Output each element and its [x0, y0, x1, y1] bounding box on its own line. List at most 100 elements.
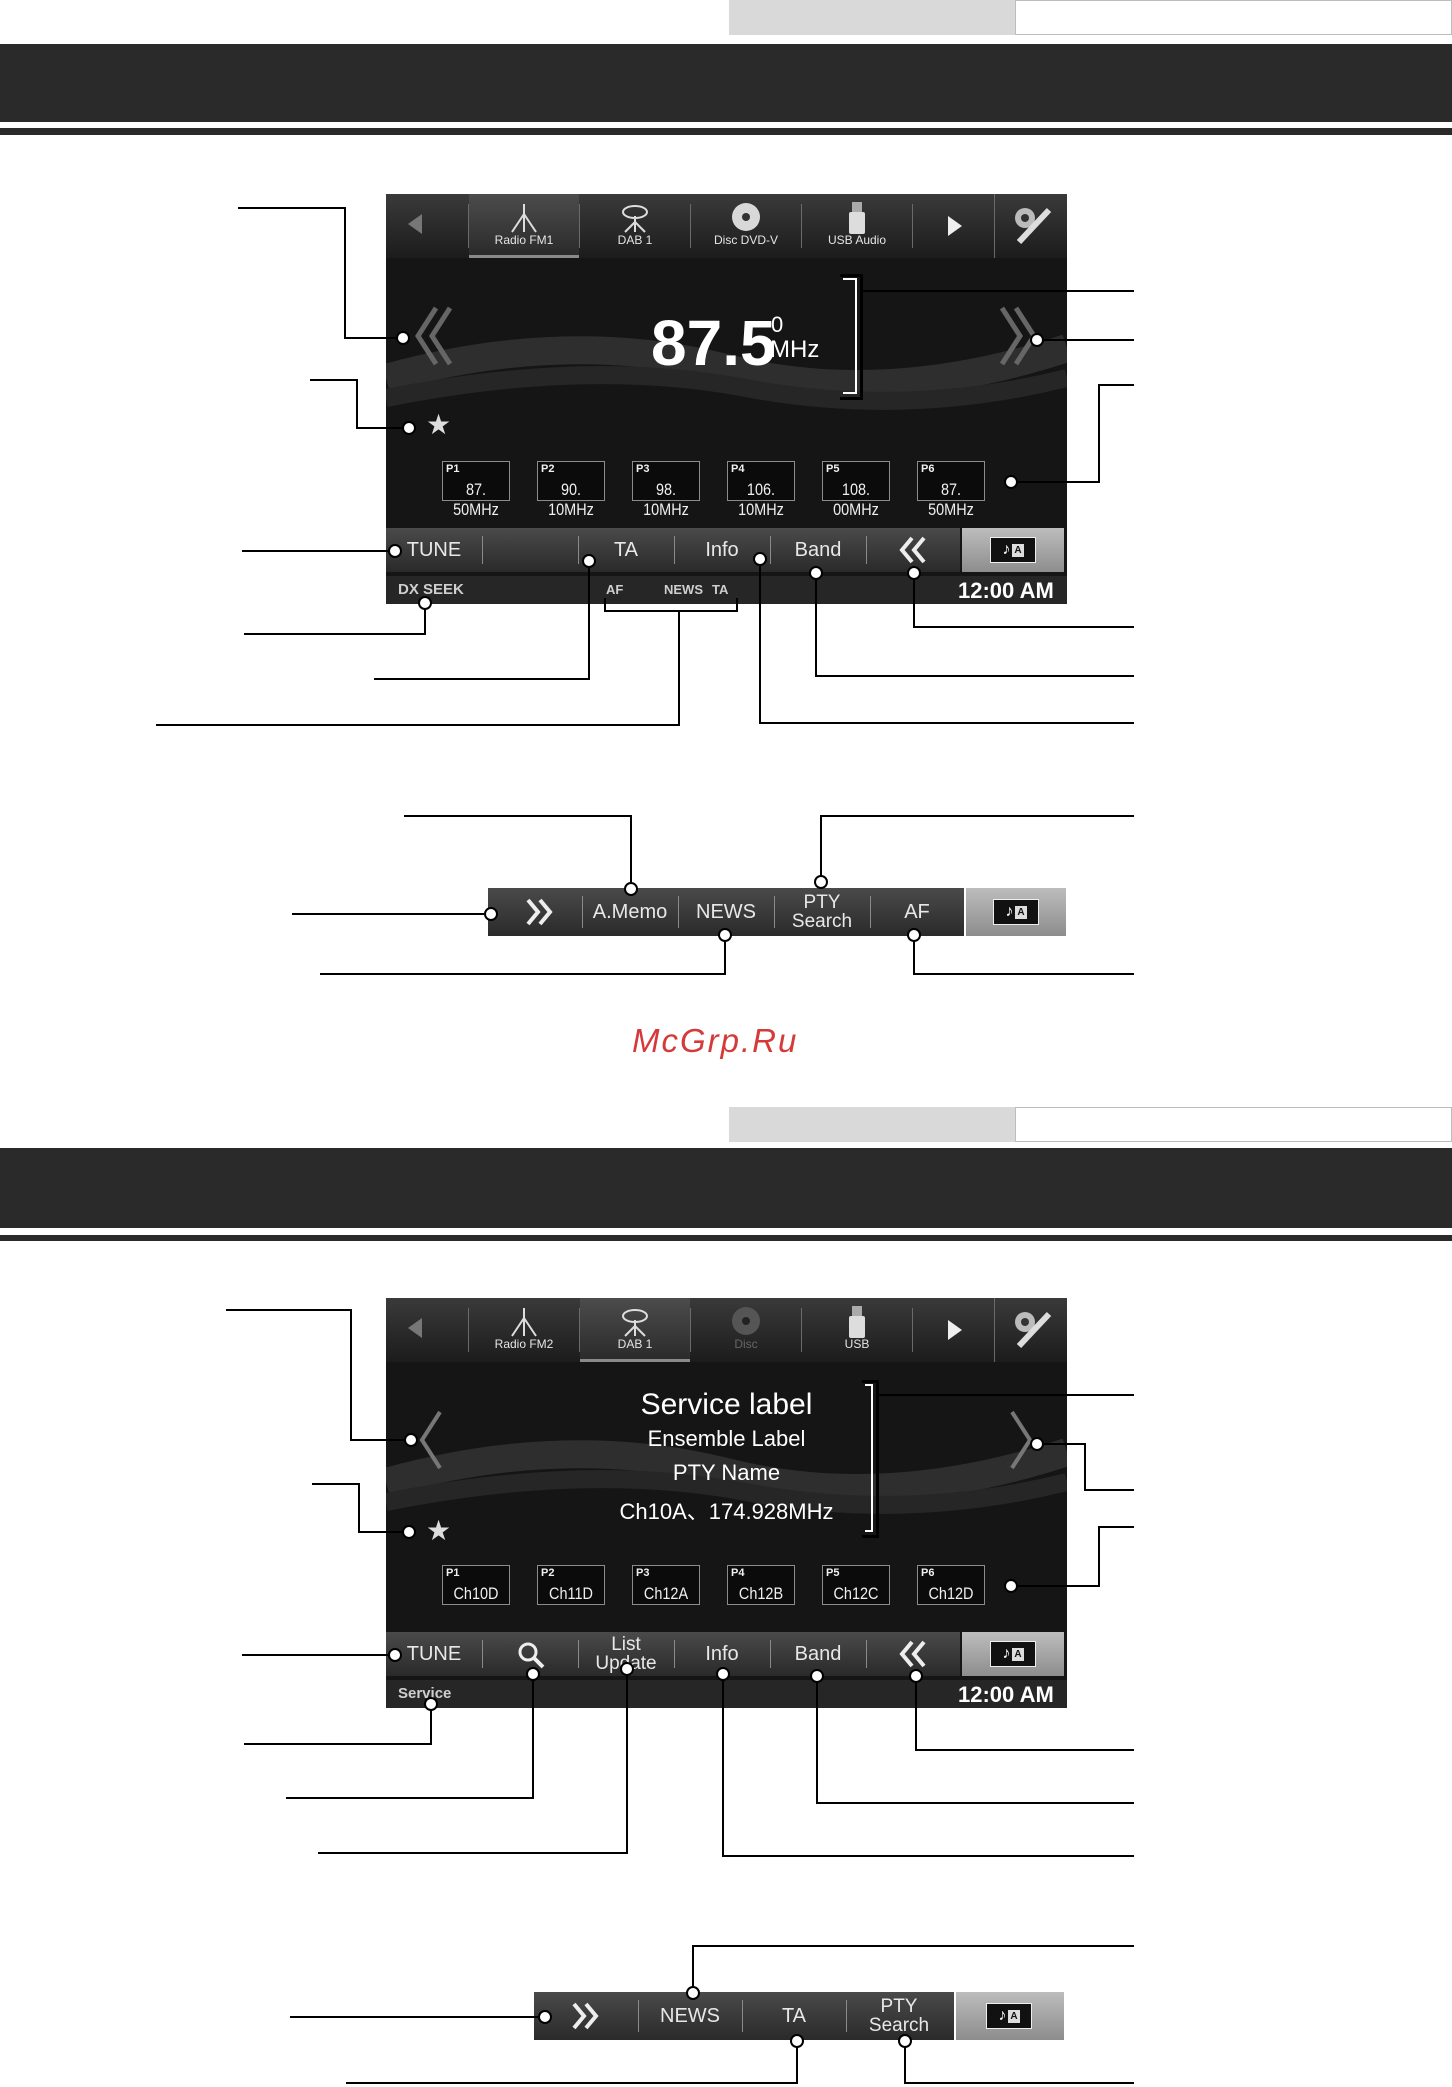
callout-line [242, 1654, 392, 1656]
seek-down-arrow-icon[interactable] [414, 306, 454, 366]
divider [579, 1308, 580, 1352]
wave-background [386, 1438, 1067, 1514]
callout-line [358, 1483, 360, 1533]
frequency-bracket-inner [843, 278, 857, 394]
favorite-star-icon[interactable]: ★ [426, 409, 452, 440]
callout-line [404, 815, 632, 817]
callout-dot [582, 554, 596, 568]
divider [674, 536, 675, 564]
audio-visual-toggle-button[interactable]: ♪A [962, 528, 1064, 572]
radio-antenna-icon [511, 1308, 537, 1337]
function-bar: TUNE ListUpdate Info Band [386, 1632, 960, 1676]
prev-source-arrow-icon[interactable] [408, 214, 422, 234]
tune-button[interactable]: TUNE [406, 1643, 462, 1665]
source-tab-dab[interactable]: DAB 1 [580, 1298, 690, 1362]
source-label: Disc DVD-V [713, 233, 778, 247]
next-source-arrow-icon[interactable] [948, 1320, 962, 1340]
callout-dot [686, 1986, 700, 2000]
prev-source-arrow-icon[interactable] [408, 1318, 422, 1338]
band-button[interactable]: Band [794, 539, 842, 561]
usb-icon [849, 1306, 865, 1338]
callout-line [860, 290, 1134, 292]
callout-line [350, 1439, 404, 1441]
callout-line [626, 1674, 628, 1854]
callout-line [816, 1681, 818, 1804]
source-label: Radio FM2 [494, 1337, 554, 1351]
audio-visual-toggle-button[interactable]: ♪A [956, 1992, 1064, 2040]
source-tab-usb[interactable]: USB Audio [802, 194, 912, 255]
af-button[interactable]: AF [904, 901, 930, 923]
callout-line [724, 940, 726, 975]
collapse-menu-chevron-icon[interactable] [898, 1640, 928, 1668]
source-tab-radio[interactable]: Radio FM1 [469, 194, 579, 258]
band-button[interactable]: Band [794, 1643, 842, 1665]
callout-line [692, 1945, 694, 1995]
news-button[interactable]: NEWS [660, 2005, 720, 2027]
source-tab-usb[interactable]: USB [802, 1298, 912, 1359]
search-label: Search [868, 2015, 930, 2036]
source-label: USB [844, 1337, 870, 1351]
tune-button[interactable]: TUNE [406, 539, 462, 561]
callout-line [815, 578, 817, 677]
callout-line [876, 1394, 1134, 1396]
callout-dot [1030, 1437, 1044, 1451]
ta-button[interactable]: TA [781, 2005, 807, 2027]
callout-line [1084, 1443, 1086, 1491]
collapse-menu-chevron-icon[interactable] [898, 536, 928, 564]
news-button[interactable]: NEWS [696, 901, 756, 923]
source-tab-disc[interactable]: Disc [691, 1298, 801, 1359]
pty-label: PTY [880, 1996, 918, 2017]
source-label: DAB 1 [617, 1337, 653, 1351]
callout-line [759, 722, 1134, 724]
expand-menu-chevron-icon[interactable] [570, 2002, 600, 2030]
source-tab-disc[interactable]: Disc DVD-V [691, 194, 801, 255]
next-source-arrow-icon[interactable] [948, 216, 962, 236]
callout-dot [1004, 1579, 1018, 1593]
setup-tools-icon[interactable] [1011, 202, 1057, 250]
source-tab-dab[interactable]: DAB 1 [580, 194, 690, 255]
callout-line [244, 1743, 432, 1745]
rds-indicator-bracket [604, 598, 738, 612]
clock: 12:00 AM [958, 1682, 1054, 1707]
info-button[interactable]: Info [705, 539, 739, 561]
previous-service-arrow-icon[interactable] [416, 1410, 446, 1470]
radio-screen: Radio FM1 DAB 1 Disc DVD-V USB Audio 87.… [386, 194, 1067, 604]
a-memo-button[interactable]: A.Memo [592, 901, 668, 923]
source-tab-radio[interactable]: Radio FM2 [469, 1298, 579, 1359]
audio-visual-toggle-button[interactable]: ♪A [966, 888, 1066, 936]
setup-tools-icon[interactable] [1011, 1306, 1057, 1354]
search-icon[interactable] [516, 1640, 546, 1670]
callout-line [722, 1855, 1134, 1857]
dab-text-bracket-inner [865, 1384, 873, 1532]
expand-menu-chevron-icon[interactable] [524, 898, 554, 926]
callout-line [630, 815, 632, 887]
source-bar: Radio FM1 DAB 1 Disc DVD-V USB Audio [386, 194, 1067, 258]
favorite-star-icon[interactable]: ★ [426, 1515, 452, 1546]
info-button[interactable]: Info [705, 1643, 739, 1665]
callout-line [310, 379, 358, 381]
divider [674, 1640, 675, 1668]
divider [578, 536, 579, 564]
callout-line [796, 2046, 798, 2084]
ta-button[interactable]: TA [613, 539, 639, 561]
source-label: Radio FM1 [494, 233, 554, 247]
music-nav-icon: ♪A [986, 2003, 1032, 2029]
callout-line [1098, 1526, 1100, 1587]
callout-line [320, 973, 726, 975]
callout-dot [388, 544, 402, 558]
audio-visual-toggle-button[interactable]: ♪A [962, 1632, 1064, 1676]
